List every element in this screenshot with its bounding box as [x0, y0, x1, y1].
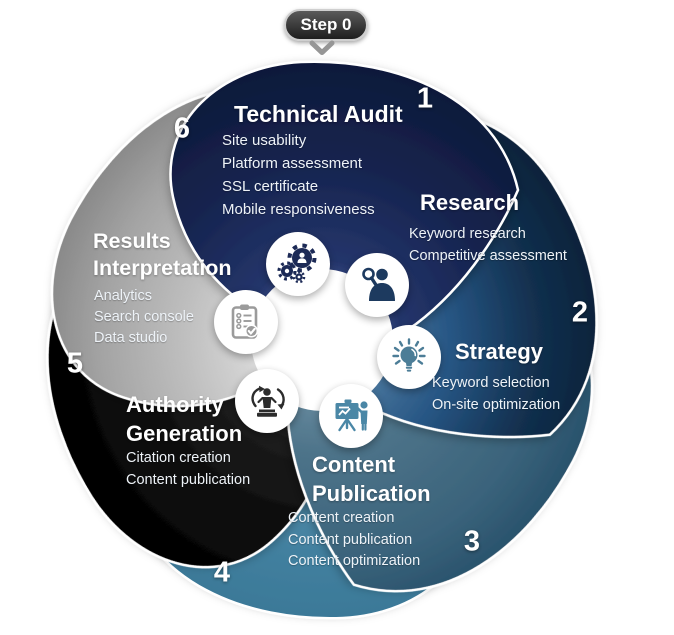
segment-title-content-publication: Content Publication — [312, 452, 431, 506]
clipboard-checklist-icon — [214, 290, 278, 354]
step-number-4: 4 — [213, 556, 231, 589]
chevron-down-icon — [309, 40, 335, 55]
segment-item: On-site optimization — [432, 397, 561, 413]
segment-item: Content publication — [126, 471, 251, 488]
step-number-6: 6 — [173, 112, 191, 145]
step-number-1: 1 — [416, 82, 434, 115]
segment-item: Mobile responsiveness — [222, 201, 375, 218]
segment-item: Content creation — [288, 510, 395, 526]
podium-person-icon — [235, 369, 299, 433]
segment-title-technical-audit: Technical Audit — [234, 101, 403, 127]
segment-item: Search console — [94, 309, 194, 325]
segment-title-authority-generation: Authority Generation — [126, 392, 243, 446]
segment-item: Site usability — [222, 132, 307, 149]
segment-item: Keyword selection — [432, 375, 550, 391]
segment-item: Platform assessment — [222, 155, 363, 172]
step-number-5: 5 — [66, 347, 84, 380]
segment-item: Keyword research — [409, 226, 526, 242]
step-badge-label: Step 0 — [300, 15, 352, 34]
segment-title-results-interpretation: Results Interpretation — [93, 229, 232, 280]
step-number-3: 3 — [463, 525, 481, 558]
gears-audit-icon — [266, 232, 330, 296]
segment-item: Citation creation — [126, 450, 231, 466]
step-badge: Step 0 — [284, 9, 368, 41]
segment-title-research: Research — [420, 190, 520, 215]
lightbulb-icon — [377, 325, 441, 389]
segment-item: Data studio — [94, 330, 168, 346]
segment-item: Content optimization — [288, 553, 421, 569]
step-number-2: 2 — [571, 296, 589, 329]
segment-item: SSL certificate — [222, 178, 319, 195]
magnifier-person-icon — [345, 253, 409, 317]
segment-title-strategy: Strategy — [455, 339, 544, 364]
presentation-board-icon — [319, 384, 383, 448]
segment-item: Competitive assessment — [409, 248, 567, 264]
segment-item: Analytics — [94, 288, 153, 304]
segment-item: Content publication — [288, 531, 413, 548]
